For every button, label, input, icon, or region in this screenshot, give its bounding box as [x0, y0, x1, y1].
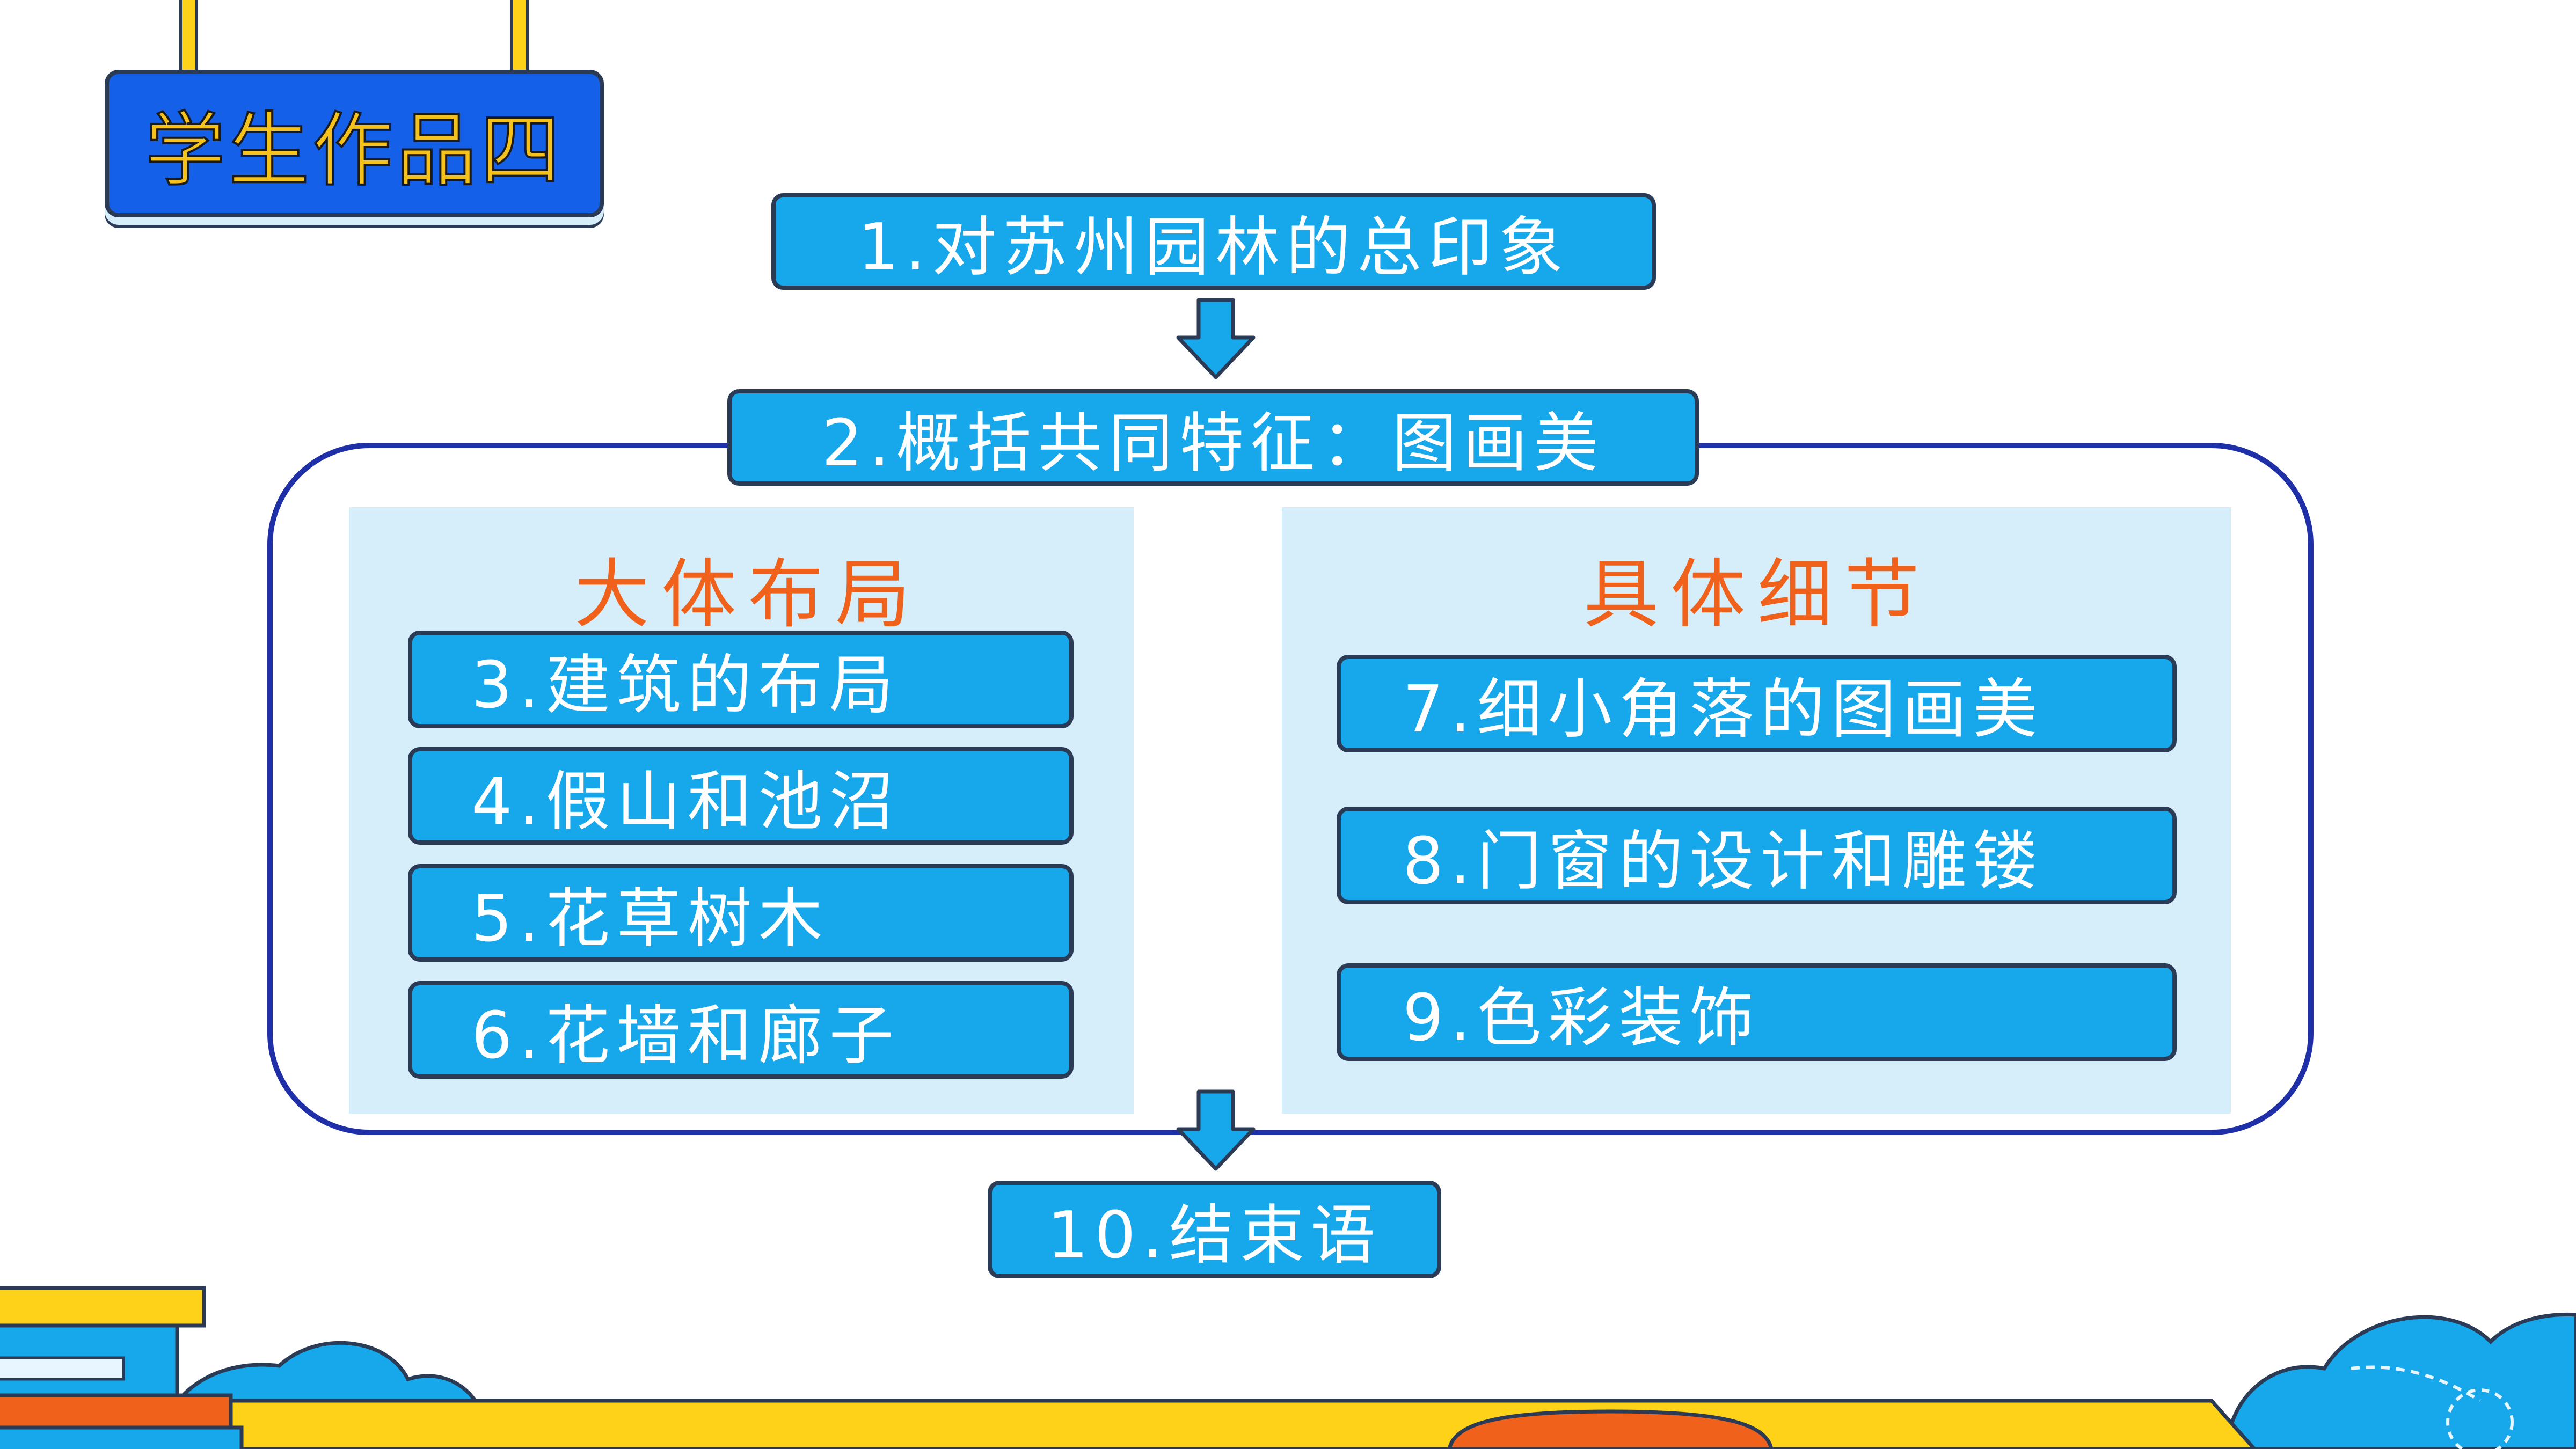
list-item-label: 6.花墙和廊子 [471, 999, 900, 1073]
list-item-label: 8.门窗的设计和雕镂 [1403, 824, 2044, 899]
left-heading: 大体布局 [574, 551, 923, 639]
list-item-label: 4.假山和池沼 [471, 765, 900, 839]
sign-string-left [179, 0, 198, 80]
title-sign-label: 学生作品四 [144, 103, 564, 199]
list-item-label: 7.细小角落的图画美 [1403, 672, 2044, 747]
list-item: 5.花草树木 [408, 864, 1074, 962]
list-item: 8.门窗的设计和雕镂 [1337, 807, 2177, 904]
final-step-label: 10.结束语 [1047, 1198, 1382, 1273]
sign-string-right [510, 0, 529, 80]
down-arrow-icon [1176, 298, 1256, 379]
step-1-box: 1.对苏州园林的总印象 [771, 193, 1656, 290]
title-sign: 学生作品四 [105, 70, 604, 217]
list-item-label: 3.建筑的布局 [471, 648, 900, 723]
final-step-box: 10.结束语 [988, 1181, 1441, 1278]
list-item: 4.假山和池沼 [408, 747, 1074, 845]
bottom-decoration [0, 1286, 2576, 1449]
down-arrow-icon [1176, 1089, 1256, 1171]
step-1-label: 1.对苏州园林的总印象 [857, 210, 1570, 285]
step-2-box: 2.概括共同特征：图画美 [727, 389, 1699, 486]
right-heading: 具体细节 [1583, 551, 1932, 639]
list-item: 6.花墙和廊子 [408, 981, 1074, 1079]
step-2-label: 2.概括共同特征：图画美 [821, 406, 1605, 481]
list-item-label: 9.色彩装饰 [1403, 981, 1761, 1056]
list-item: 9.色彩装饰 [1337, 963, 2177, 1061]
list-item: 7.细小角落的图画美 [1337, 655, 2177, 752]
list-item: 3.建筑的布局 [408, 631, 1074, 728]
list-item-label: 5.花草树木 [471, 882, 829, 956]
